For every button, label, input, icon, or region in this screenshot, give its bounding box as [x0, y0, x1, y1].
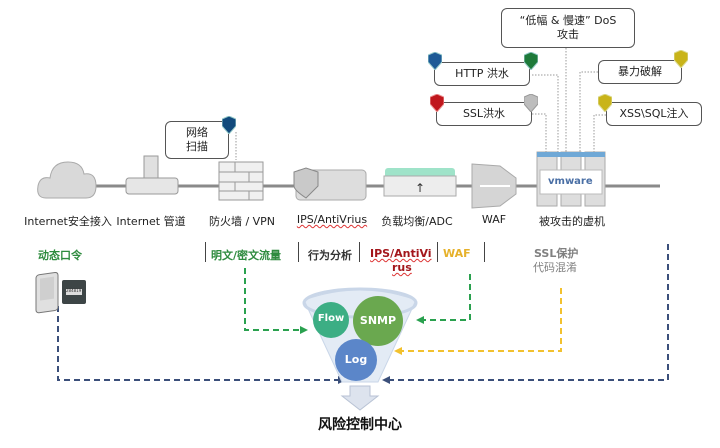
- category-ssl-line2: 代码混淆: [533, 261, 577, 274]
- waf-device-icon: [471, 163, 517, 209]
- category-traffic: 明文/密文流量: [211, 249, 282, 262]
- ssl-arrowhead: [394, 347, 402, 355]
- pipe-icon: [125, 155, 179, 195]
- category-waf: WAF: [443, 247, 471, 260]
- log-label: Log: [344, 353, 368, 366]
- shield-navy-icon: [222, 116, 236, 134]
- flow-label: Flow: [317, 313, 345, 324]
- waf-snmp-arrow: [424, 274, 471, 321]
- divider: [484, 242, 485, 262]
- dos-line2: 攻击: [557, 28, 579, 41]
- node-label-pipe: Internet 管道: [116, 215, 186, 228]
- vmware-logo: vmware: [548, 176, 593, 187]
- shield-blue-icon: [428, 52, 442, 70]
- category-behavior: 行为分析: [308, 249, 352, 262]
- shield-silver-icon: [524, 94, 538, 112]
- divider: [437, 242, 438, 262]
- vm-arrowhead: [382, 376, 390, 384]
- xss-sql-box: XSS\SQL注入: [606, 102, 702, 126]
- ips-device-icon: [293, 167, 367, 201]
- shield-gold-icon: [674, 50, 688, 68]
- otp-token-icon: [35, 272, 86, 314]
- brute-force-box: 暴力破解: [598, 60, 682, 84]
- dos-line1: “低幅 & 慢速” DoS: [519, 14, 617, 27]
- firewall-icon: [218, 161, 264, 201]
- token-code: 284819: [66, 288, 82, 293]
- ssl-flood-box: SSL洪水: [436, 102, 532, 126]
- snmp-circle: [353, 296, 403, 346]
- cloud-icon: [37, 161, 97, 199]
- scan-line2: 扫描: [186, 140, 208, 153]
- http-flood-label: HTTP 洪水: [455, 67, 509, 80]
- vm-server-icon: [536, 151, 606, 207]
- shield-red-icon: [430, 94, 444, 112]
- shield-gold-icon: [598, 94, 612, 112]
- risk-center-title: 风险控制中心: [318, 417, 402, 433]
- ssl-flood-label: SSL洪水: [462, 107, 506, 120]
- traffic-flow-arrow: [244, 268, 300, 331]
- category-otp: 动态口令: [38, 249, 82, 262]
- divider: [298, 242, 299, 262]
- node-label-internet: Internet安全接入: [24, 215, 112, 228]
- snmp-label: SNMP: [359, 314, 397, 327]
- category-ssl-line1: SSL保护: [534, 247, 579, 260]
- node-label-vm: 被攻击的虚机: [539, 215, 605, 228]
- scan-line1: 网络: [186, 126, 208, 139]
- node-label-ips: IPS/AntiVrius: [296, 213, 368, 226]
- node-label-firewall: 防火墙 / VPN: [208, 215, 276, 228]
- dos-attack-box: “低幅 & 慢速” DoS 攻击: [501, 8, 635, 48]
- brute-force-label: 暴力破解: [618, 65, 662, 78]
- otp-log-arrow: [57, 306, 338, 381]
- attack-connectors: [235, 48, 606, 160]
- http-flood-box: HTTP 洪水: [434, 62, 530, 86]
- node-label-adc: 负载均衡/ADC: [381, 215, 453, 228]
- divider: [359, 242, 360, 262]
- traffic-arrowhead: [300, 326, 308, 334]
- vm-log-arrow: [390, 244, 669, 381]
- xss-sql-label: XSS\SQL注入: [619, 107, 689, 120]
- category-ips-line2: rus: [392, 261, 412, 274]
- divider: [205, 242, 206, 262]
- waf-arrowhead: [416, 316, 424, 324]
- adc-device-icon: ↑: [383, 168, 457, 197]
- flow-circle: [313, 302, 349, 338]
- node-label-waf: WAF: [481, 213, 507, 226]
- svg-text:↑: ↑: [415, 181, 425, 195]
- category-ips-line1: IPS/AntiVi: [370, 247, 432, 260]
- shield-green-icon: [524, 52, 538, 70]
- network-scan-box: 网络 扫描: [165, 121, 229, 159]
- ssl-log-arrow: [402, 288, 562, 352]
- log-circle: [335, 339, 377, 381]
